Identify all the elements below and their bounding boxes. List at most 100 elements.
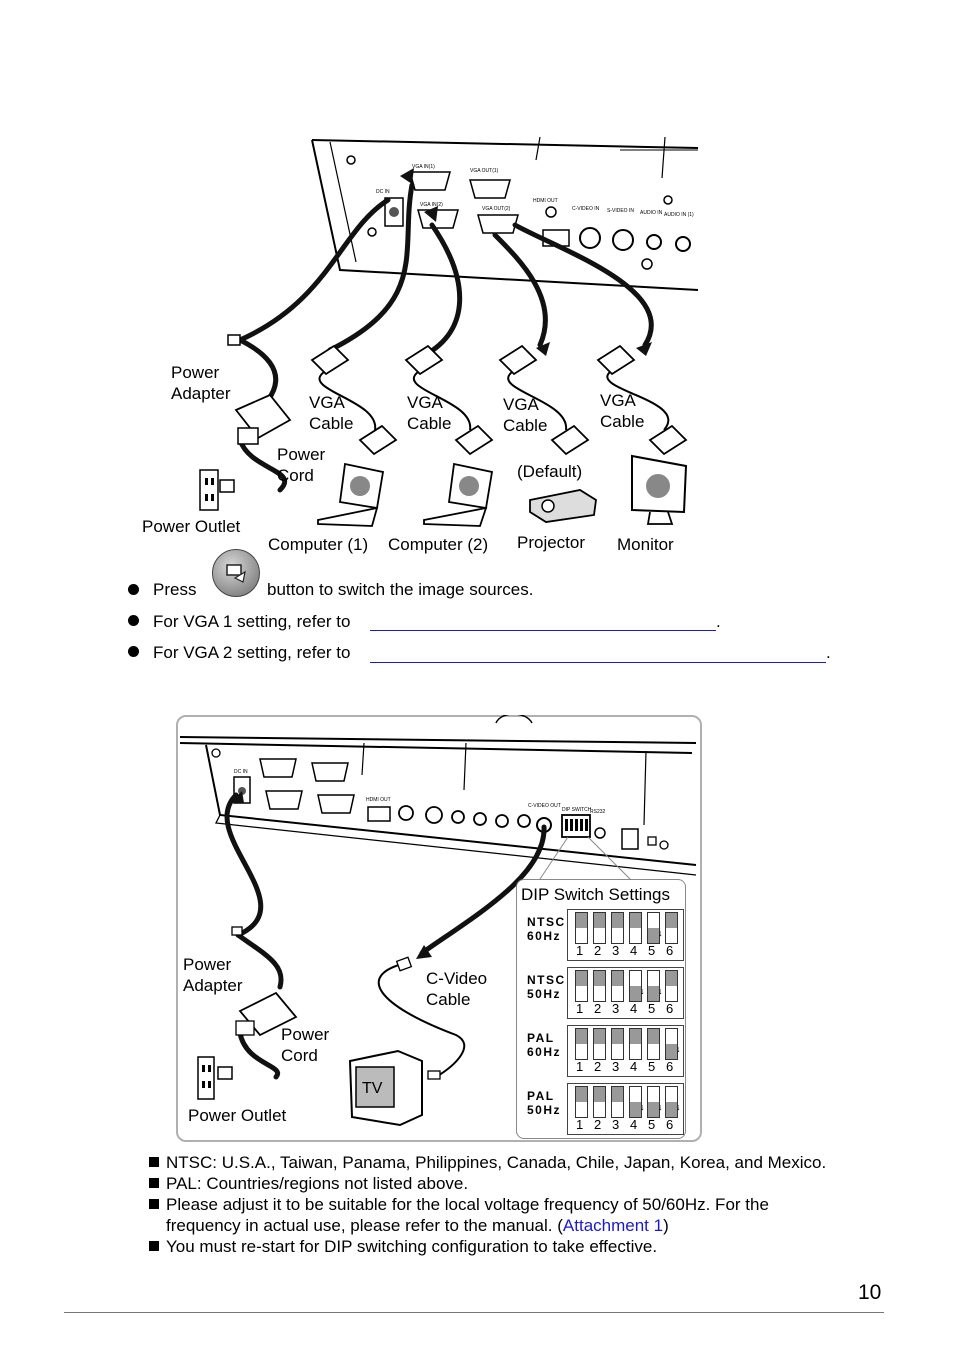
panel-audio-in-1-label: AUDIO IN (1) xyxy=(664,212,694,218)
dip-switch-number: 4 xyxy=(630,943,638,958)
vga-cable-1-line-1: VGA xyxy=(309,393,345,412)
dip-switch-knob xyxy=(576,1087,587,1102)
dip-switch-knob xyxy=(594,1029,605,1044)
vga-cable-4-line-2: Cable xyxy=(600,412,645,431)
panel2-hdmi-out-label: HDMI OUT xyxy=(366,797,391,803)
dip-switch-number: 1 xyxy=(576,1117,584,1132)
dip-switch-5 xyxy=(647,1028,660,1060)
dip-switch-knob xyxy=(612,1087,623,1102)
dip-switch-5: ↓ xyxy=(647,970,663,1002)
dip-switch-4 xyxy=(629,912,642,944)
adjust-note-close: ) xyxy=(663,1216,669,1235)
dip-switch-3 xyxy=(611,912,624,944)
panel-vga-in-1-label: VGA IN(1) xyxy=(412,164,435,170)
restart-note: You must re-start for DIP switching conf… xyxy=(166,1237,658,1256)
vga-cable-label-3: VGA Cable xyxy=(503,394,547,436)
arrow-down-icon: ↓ xyxy=(676,1102,681,1112)
dip-switch-6 xyxy=(665,912,678,944)
dip-switch-number: 1 xyxy=(576,1059,584,1074)
dip-switch-3 xyxy=(611,1086,624,1118)
dip-switch-3 xyxy=(611,1028,624,1060)
dip-switch-knob xyxy=(648,986,659,1001)
dip-switch-number: 3 xyxy=(612,1001,620,1016)
panel-vga-in-2-label: VGA IN(2) xyxy=(420,202,443,208)
vga1-reference-link[interactable] xyxy=(370,630,716,631)
dip-frequency-label: 50Hz xyxy=(527,987,562,1001)
dip-switch-4 xyxy=(629,1028,642,1060)
c-video-cable-label: C-Video Cable xyxy=(426,968,487,1010)
dip-frequency-label: 60Hz xyxy=(527,1045,562,1059)
dip-standard-label: NTSC xyxy=(527,915,566,929)
dip-frequency-label: 50Hz xyxy=(527,1103,562,1117)
dip-switch-knob xyxy=(666,1044,677,1059)
dip-switch-knob xyxy=(648,1102,659,1117)
panel-dc-in-label: DC IN xyxy=(376,189,390,195)
dip-switch-number: 6 xyxy=(666,1059,674,1074)
dip-switch-number: 5 xyxy=(648,1059,656,1074)
dip-standard-label: PAL xyxy=(527,1031,555,1045)
power-adapter-line-1: Power xyxy=(171,363,220,382)
dip-switch-number: 3 xyxy=(612,1059,620,1074)
dip-switch-knob xyxy=(666,971,677,986)
bullet-dot xyxy=(128,646,139,657)
dip-switch-3 xyxy=(611,970,624,1002)
dip-switch-number: 3 xyxy=(612,1117,620,1132)
dip-frequency-label: 60Hz xyxy=(527,929,562,943)
vga2-reference-link[interactable] xyxy=(370,662,826,663)
dip-switch-number: 6 xyxy=(666,1001,674,1016)
vga-cable-label-1: VGA Cable xyxy=(309,392,353,434)
panel2-c-video-out-label: C-VIDEO OUT xyxy=(528,803,561,809)
power-outlet-label-1: Power Outlet xyxy=(142,517,241,536)
vga-cable-3-line-2: Cable xyxy=(503,416,548,435)
press-after-text: button to switch the image sources. xyxy=(267,580,534,599)
dip-switch-number: 5 xyxy=(648,943,656,958)
note-square-bullet xyxy=(149,1199,159,1209)
dip-switch-knob xyxy=(648,928,659,943)
power-adapter-label-1: Power Adapter xyxy=(171,362,231,404)
projector-label: Projector xyxy=(517,533,586,552)
vga-connection-diagram: DC IN VGA IN(1) VGA IN(2) VGA OUT(1) VGA… xyxy=(0,0,954,560)
dip-switch-knob xyxy=(612,1029,623,1044)
vga-cable-3-line-1: VGA xyxy=(503,395,539,414)
dip-switch-6: ↓ xyxy=(665,1028,681,1060)
dip-switch-6 xyxy=(665,970,678,1002)
dip-switch-2 xyxy=(593,912,606,944)
dip-switch-1 xyxy=(575,912,588,944)
dip-switch-1 xyxy=(575,1086,588,1118)
dip-switch-number: 3 xyxy=(612,943,620,958)
dip-switch-2 xyxy=(593,970,606,1002)
note-square-bullet xyxy=(149,1178,159,1188)
press-bullet: Press xyxy=(153,579,196,601)
dip-switch-6: ↓ xyxy=(665,1086,681,1118)
dip-switch-5: ↓ xyxy=(647,912,663,944)
dip-switch-2 xyxy=(593,1028,606,1060)
dip-switch-number: 2 xyxy=(594,1117,602,1132)
computer-1-label: Computer (1) xyxy=(268,535,369,554)
dip-switch-knob xyxy=(666,913,677,928)
panel2-dc-in-label: DC IN xyxy=(234,769,248,775)
tv-screen-label: TV xyxy=(362,1080,383,1097)
power-adapter-line-2: Adapter xyxy=(171,384,231,403)
dip-switch-number: 5 xyxy=(648,1001,656,1016)
dip-switch-number: 6 xyxy=(666,1117,674,1132)
attachment-1-link[interactable]: Attachment 1 xyxy=(562,1216,664,1235)
vga-cable-1-line-2: Cable xyxy=(309,414,354,433)
power-cord-line-1: Power xyxy=(277,445,326,464)
panel-s-video-in-label: S-VIDEO IN xyxy=(607,208,634,214)
dip-switch-knob xyxy=(666,1102,677,1117)
adjust-note-text: frequency in actual use, please refer to… xyxy=(166,1216,563,1235)
tv-connection-diagram: DC IN HDMI OUT DIP SWITCH RS232 C-VIDEO … xyxy=(176,715,702,1142)
dip-switch-knob xyxy=(630,1102,641,1117)
dip-switch-knob xyxy=(630,986,641,1001)
adjust-note-line-1: Please adjust it to be suitable for the … xyxy=(166,1195,769,1214)
dip-switch-knob xyxy=(612,971,623,986)
arrow-down-icon: ↓ xyxy=(658,928,663,938)
power-cord-2-line-2: Cord xyxy=(281,1046,318,1065)
dip-switch-knob xyxy=(648,1029,659,1044)
note-square-bullet xyxy=(149,1157,159,1167)
